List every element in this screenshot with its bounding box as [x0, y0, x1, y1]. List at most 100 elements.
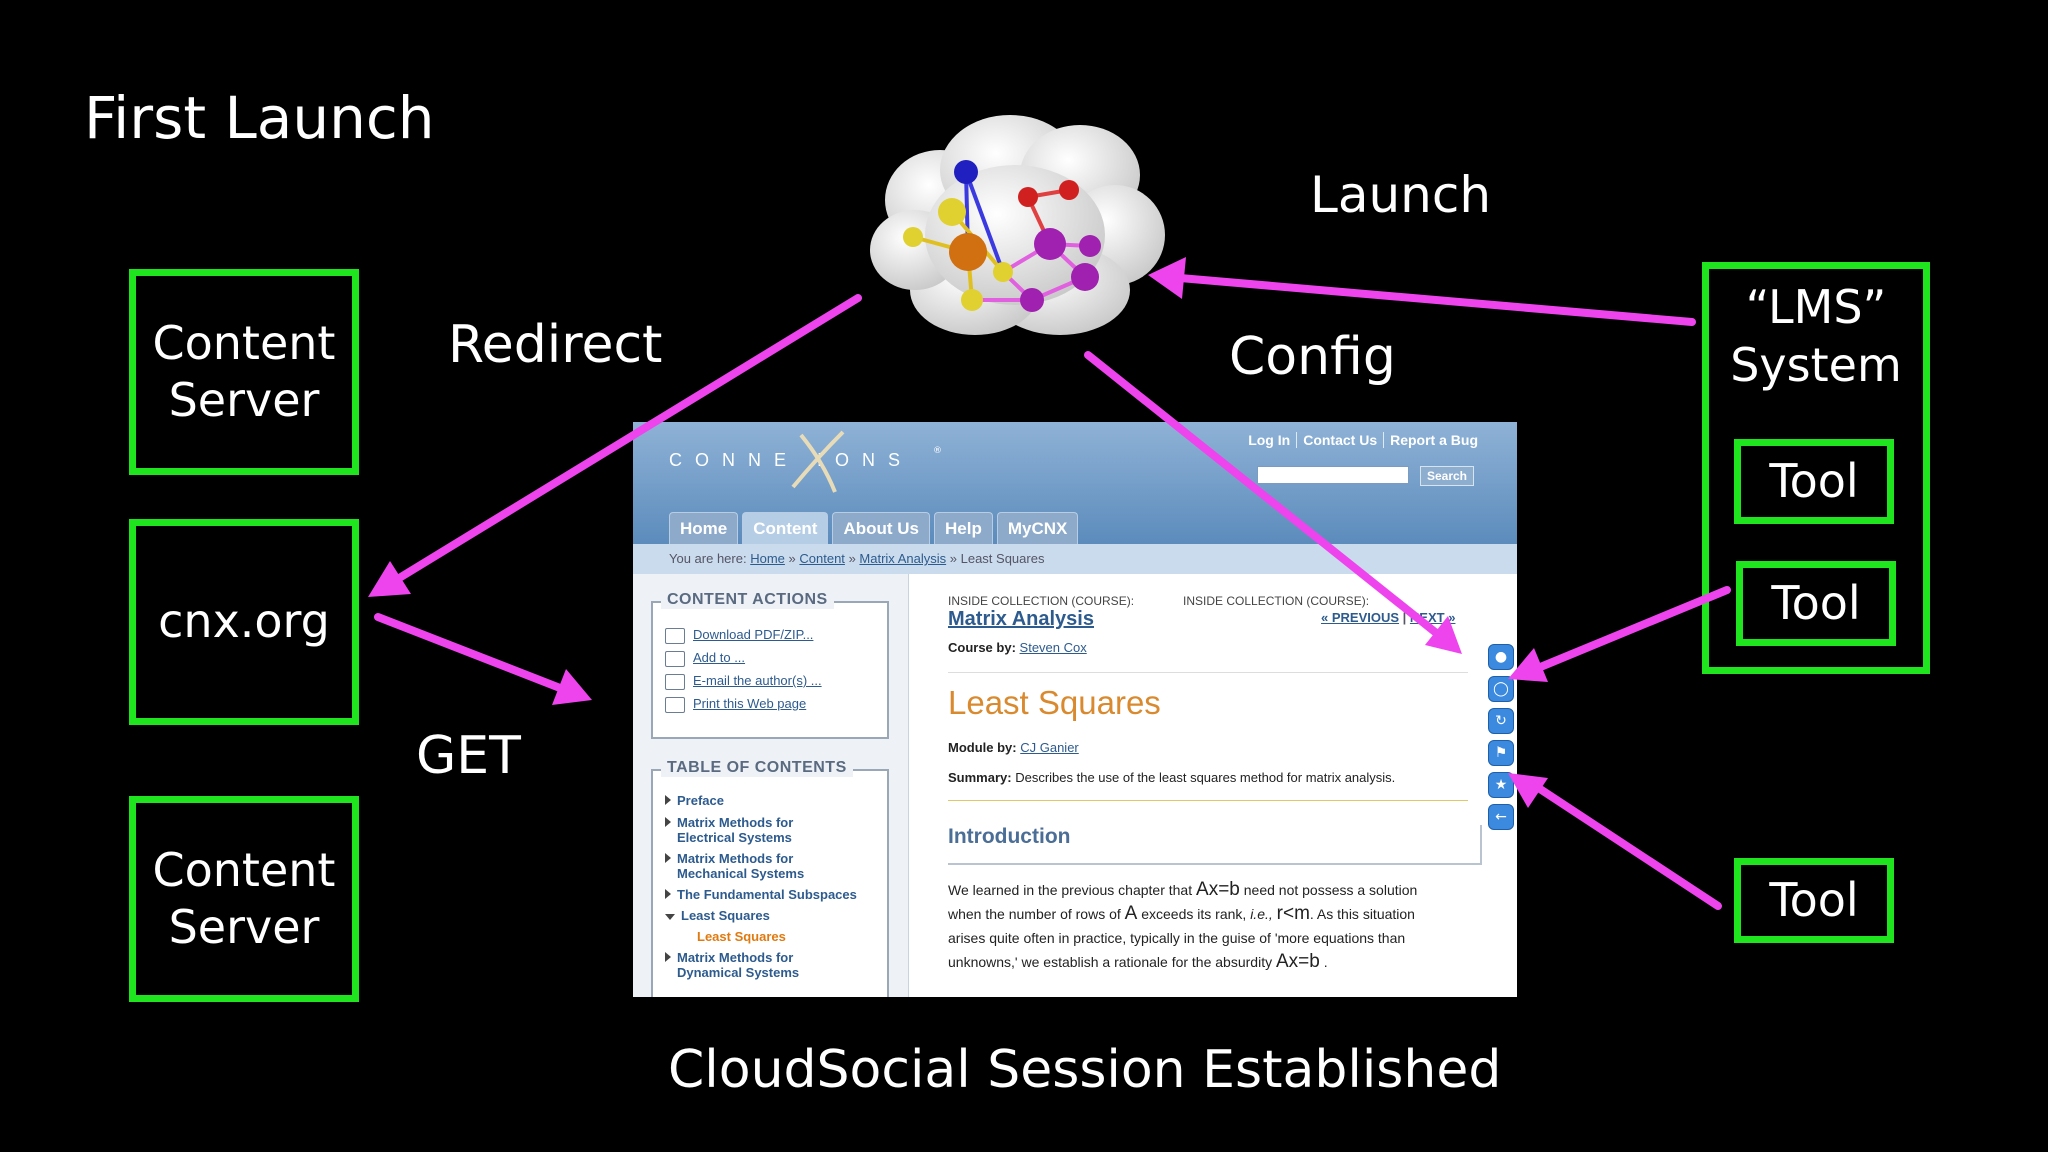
cnx-logo-mark: ®: [933, 446, 942, 456]
expand-icon: [665, 795, 671, 805]
refresh-icon[interactable]: ↻: [1488, 708, 1514, 734]
print-page-link[interactable]: Print this Web page: [665, 696, 806, 713]
p2-rm: r<m: [1276, 903, 1310, 924]
p4-end: .: [1323, 954, 1328, 970]
divider-2: [948, 800, 1468, 801]
redirect-arrowhead: [368, 561, 411, 597]
inside-collection-label: INSIDE COLLECTION (COURSE):: [1183, 594, 1370, 608]
tab-home[interactable]: Home: [669, 512, 739, 545]
tool-label-2: Tool: [1771, 575, 1861, 630]
p4-text: unknowns,' we establish a rationale for …: [948, 954, 1273, 970]
breadcrumb-matrix-analysis[interactable]: Matrix Analysis: [859, 551, 947, 566]
module-title: Least Squares: [948, 684, 1161, 721]
toc-least-squares[interactable]: Least Squares: [665, 908, 770, 923]
tab-about-us[interactable]: About Us: [832, 512, 930, 545]
slide-title: First Launch: [84, 84, 435, 152]
p1-text: We learned in the previous chapter that: [948, 882, 1193, 898]
breadcrumb-sep-2: »: [848, 551, 856, 566]
cnx-logo-x-icon: [791, 430, 845, 493]
tool3-arrow: [1533, 783, 1722, 910]
cnx-org-box: cnx.org: [129, 519, 359, 725]
printer-icon: [665, 696, 685, 713]
content-server-top-line2: Server: [168, 373, 320, 427]
breadcrumb-prefix: You are here:: [669, 551, 747, 566]
envelope-icon: [665, 673, 685, 690]
breadcrumb-home[interactable]: Home: [750, 551, 785, 566]
report-bug-link[interactable]: Report a Bug: [1390, 432, 1478, 448]
expand-icon: [665, 889, 671, 899]
get-label: GET: [416, 726, 521, 786]
toc-label-mechanical-1: Matrix Methods for: [677, 851, 794, 866]
toc-least-squares-current[interactable]: Least Squares: [697, 929, 786, 944]
tool-box-2: Tool: [1736, 561, 1896, 646]
tab-content[interactable]: Content: [742, 512, 829, 545]
breadcrumb: You are here: Home » Content » Matrix An…: [633, 544, 1517, 574]
comment-icon[interactable]: ◯: [1488, 676, 1514, 702]
previous-link[interactable]: « PREVIOUS: [1321, 610, 1400, 625]
p3-text: arises quite often in practice, typicall…: [948, 930, 1406, 946]
breadcrumb-content[interactable]: Content: [799, 551, 845, 566]
summary-line: Summary: Describes the use of the least …: [948, 770, 1395, 785]
download-icon: [665, 627, 685, 644]
p1b-text: need not possess a solution: [1243, 882, 1418, 898]
email-author-label: E-mail the author(s) ...: [693, 673, 822, 688]
add-to-link[interactable]: Add to ...: [665, 650, 745, 667]
summary-label: Summary:: [948, 770, 1012, 785]
add-icon: [665, 650, 685, 667]
toc-label-electrical-2: Electrical Systems: [677, 830, 792, 845]
contact-us-link[interactable]: Contact Us: [1303, 432, 1378, 448]
flag-icon[interactable]: ⚑: [1488, 740, 1514, 766]
course-by-label: Course by:: [948, 640, 1016, 655]
p2c-text: . As this situation: [1309, 906, 1415, 922]
content-actions-title: CONTENT ACTIONS: [661, 591, 834, 609]
launch-arrow: [1176, 274, 1696, 326]
star-icon[interactable]: ★: [1488, 772, 1514, 798]
tab-help[interactable]: Help: [934, 512, 993, 545]
get-arrow: [374, 613, 564, 692]
toc-label-electrical-1: Matrix Methods for: [677, 815, 794, 830]
module-by-label: Module by:: [948, 740, 1017, 755]
p2b-text: exceeds its rank,: [1141, 906, 1247, 922]
content-actions-panel: CONTENT ACTIONS Download PDF/ZIP... Add …: [651, 591, 889, 739]
lms-label-line2: System: [1730, 337, 1902, 392]
toc-label-least-squares: Least Squares: [681, 908, 770, 923]
main-content: INSIDE COLLECTION (COURSE):: [918, 574, 1517, 997]
launch-arrowhead: [1148, 257, 1186, 299]
person-icon[interactable]: ●: [1488, 644, 1514, 670]
module-author-link[interactable]: CJ Ganier: [1020, 740, 1079, 755]
toc-label-mechanical-2: Mechanical Systems: [677, 866, 805, 881]
toc-label-fundamental: The Fundamental Subspaces: [677, 887, 857, 902]
collection-title-link[interactable]: Matrix Analysis: [948, 608, 1094, 630]
next-link[interactable]: NEXT »: [1409, 610, 1456, 625]
content-server-bottom-box: Content Server: [129, 796, 359, 1002]
para-line-3: arises quite often in practice, typicall…: [948, 926, 1488, 950]
intro-title: Introduction: [948, 825, 1071, 848]
breadcrumb-current: Least Squares: [960, 551, 1045, 566]
inside-collection-text: INSIDE COLLECTION (COURSE):: [948, 594, 1135, 608]
toc-title: TABLE OF CONTENTS: [661, 759, 853, 777]
p2-ie: i.e.,: [1250, 906, 1273, 922]
login-link[interactable]: Log In: [1248, 432, 1291, 448]
p2a-text: when the number of rows of: [948, 906, 1121, 922]
lms-label-line1: “LMS”: [1745, 280, 1887, 334]
content-server-bottom-line1: Content: [152, 842, 336, 897]
collapse-icon: [665, 914, 675, 920]
search-button[interactable]: Search: [1420, 466, 1474, 486]
tool-box-1: Tool: [1734, 439, 1894, 524]
search-input[interactable]: [1257, 466, 1409, 484]
course-by-line: Course by: Steven Cox: [948, 640, 1087, 655]
toc-preface[interactable]: Preface: [665, 793, 724, 808]
toc-label-current: Least Squares: [697, 929, 786, 944]
back-arrow-icon[interactable]: ←: [1488, 804, 1514, 830]
email-author-link[interactable]: E-mail the author(s) ...: [665, 673, 822, 690]
course-author-link[interactable]: Steven Cox: [1019, 640, 1087, 655]
prev-next-nav: « PREVIOUS | NEXT »: [1321, 610, 1456, 625]
tab-mycnx[interactable]: MyCNX: [996, 512, 1079, 545]
download-pdf-link[interactable]: Download PDF/ZIP...: [665, 627, 813, 644]
config-label: Config: [1229, 327, 1396, 387]
toc-fundamental-subspaces[interactable]: The Fundamental Subspaces: [665, 887, 857, 902]
